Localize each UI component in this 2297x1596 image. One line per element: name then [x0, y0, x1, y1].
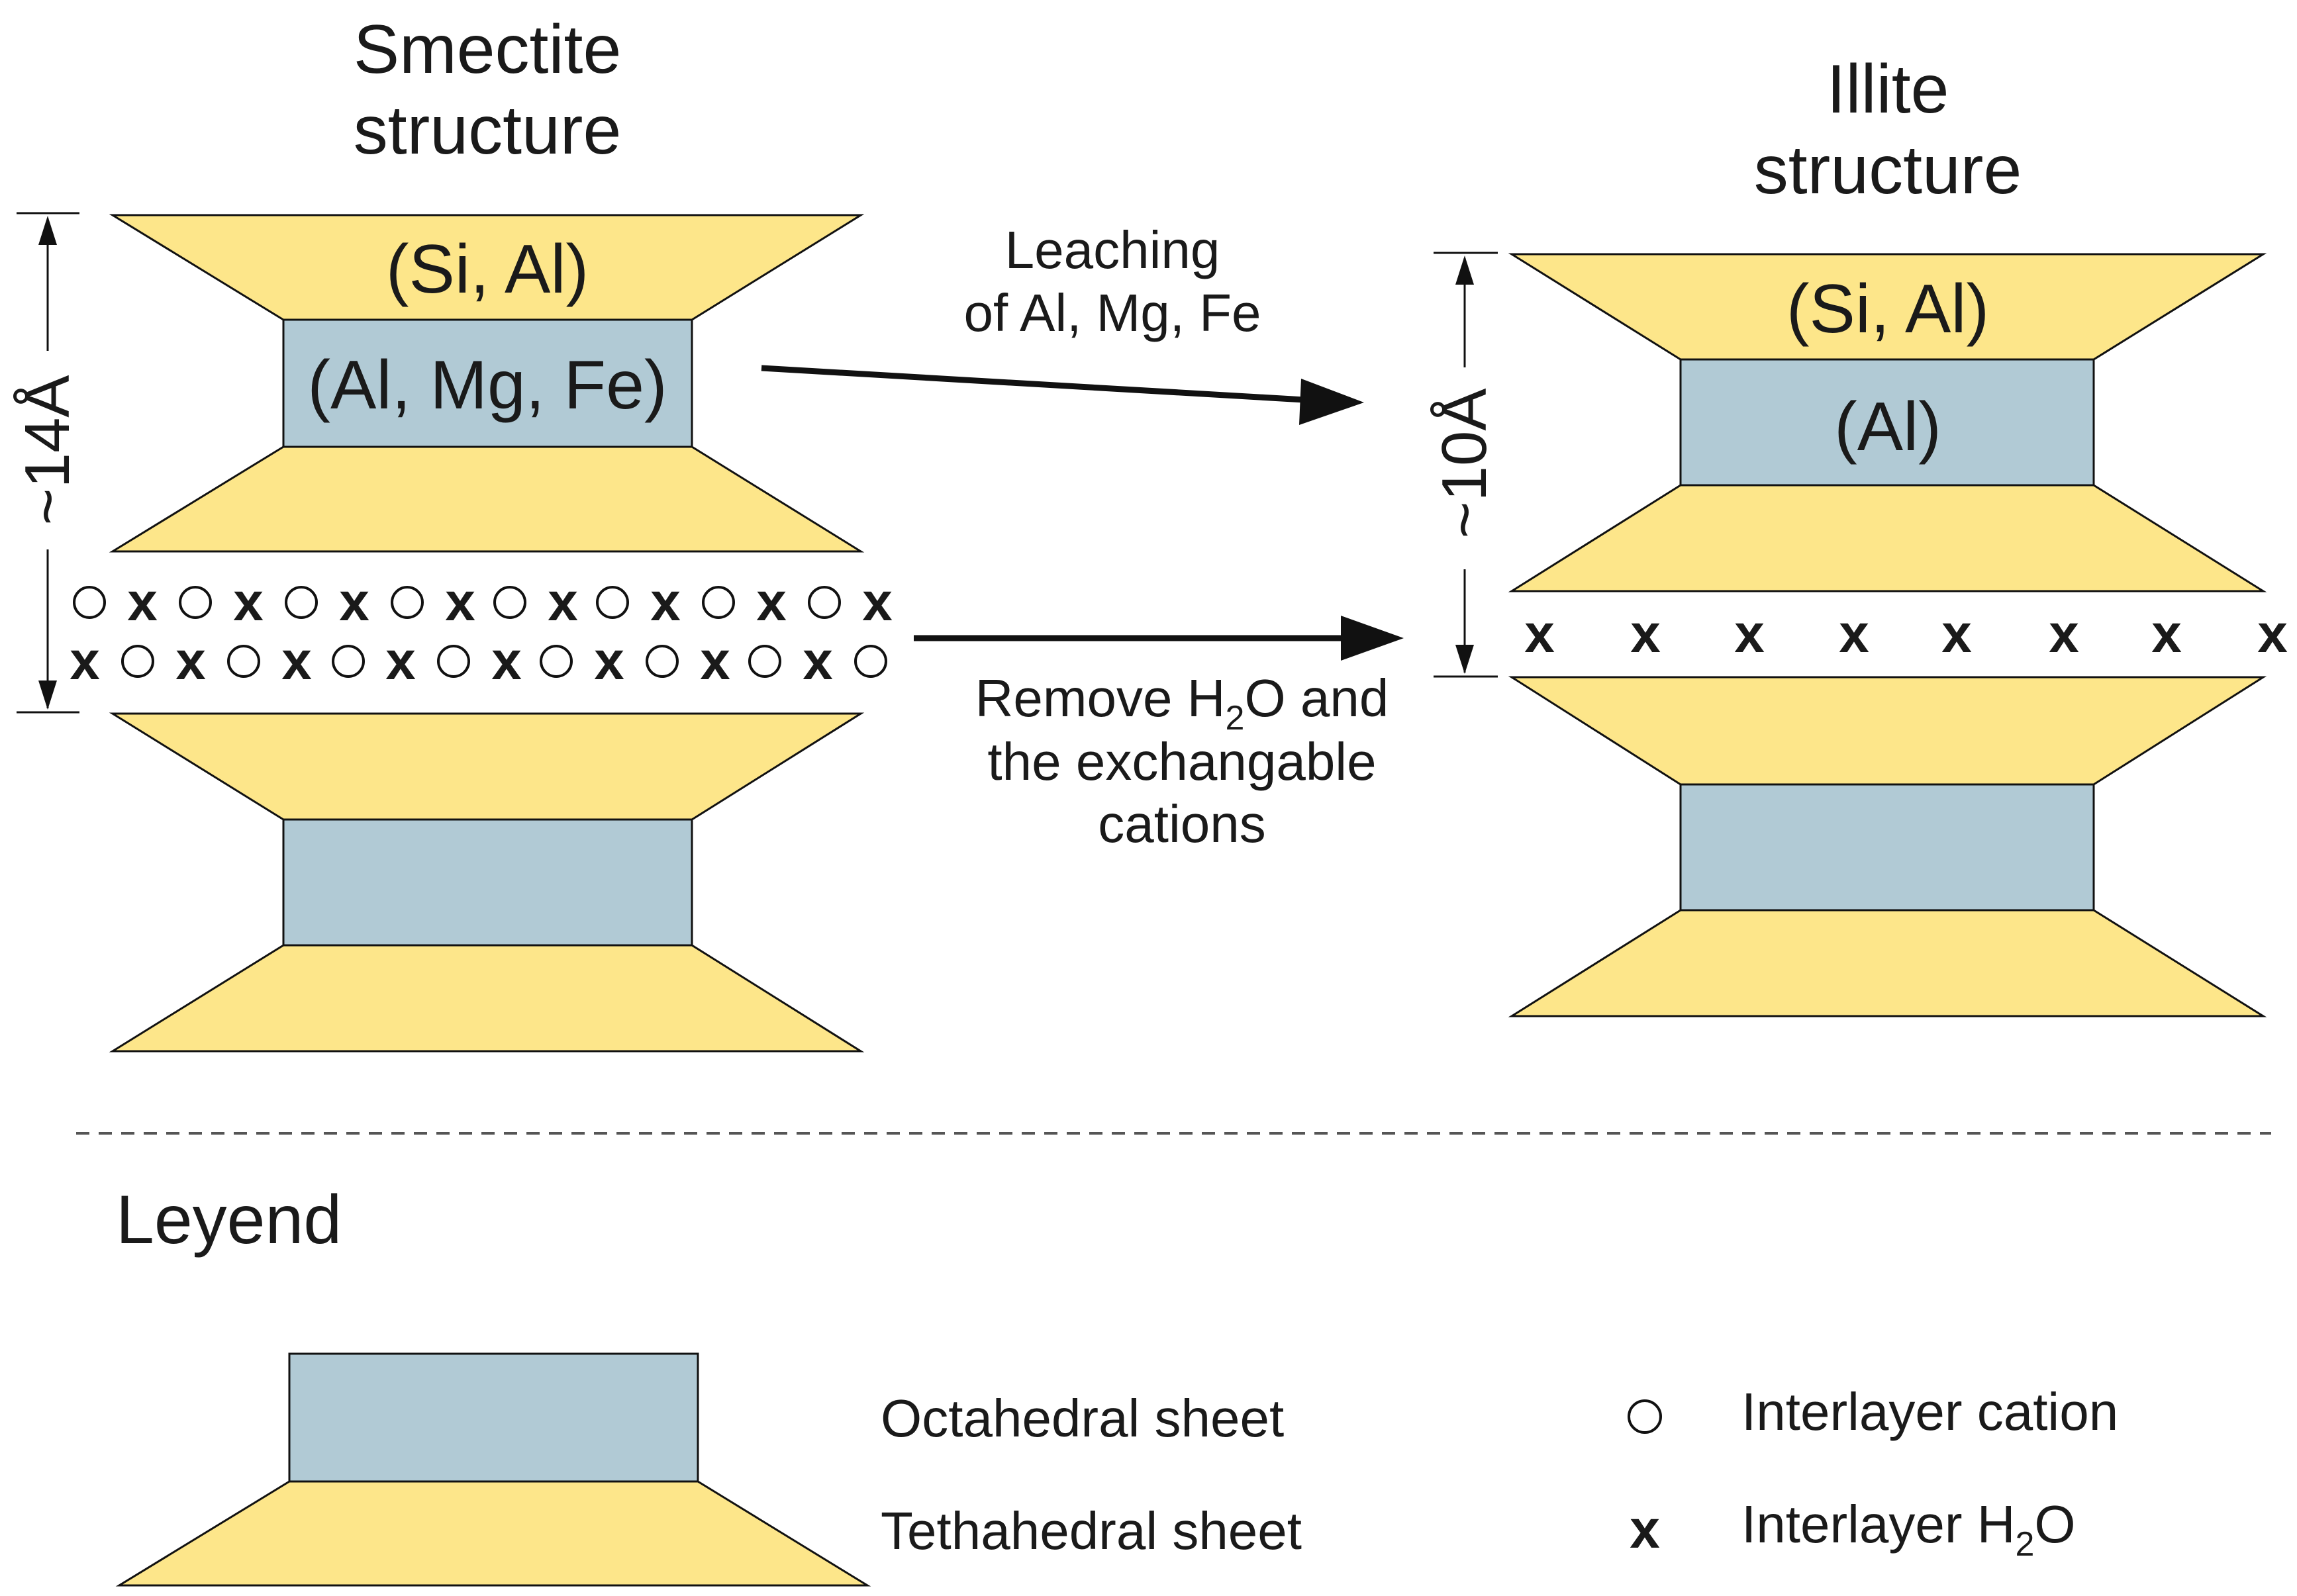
smectite-title-line2: structure: [354, 92, 622, 169]
water-icon: x: [1524, 604, 1555, 664]
water-icon: x: [1630, 604, 1661, 664]
arrow-head-icon: [1299, 379, 1364, 425]
dehydration-label-post: O and: [1244, 669, 1389, 728]
smectite-bottom-octahedral-sheet: [282, 818, 693, 947]
cation-icon: [73, 586, 106, 619]
cation-icon: [227, 645, 260, 678]
smectite-top-octahedral-sheet: [282, 318, 693, 448]
cation-icon: [808, 586, 841, 619]
illite-spacing-dimension: ~10Å: [1429, 252, 1500, 678]
water-icon: x: [650, 572, 681, 632]
water-icon: x: [862, 572, 893, 632]
illite-interlayer: x x x x x x x x: [1524, 604, 2288, 664]
illite-top-octahedral-sheet: [1679, 358, 2095, 487]
smectite-octahedral-label: (Al, Mg, Fe): [307, 347, 667, 424]
illite-spacing-label: ~10Å: [1429, 389, 1500, 539]
legend-cation-icon: [1628, 1399, 1662, 1434]
water-icon: x: [175, 631, 206, 691]
water-icon: x: [2049, 604, 2079, 664]
dehydration-label-line3: cations: [1098, 794, 1265, 853]
water-icon: x: [594, 631, 624, 691]
legend-tetrahedral-swatch: [115, 1480, 871, 1587]
illite-title-line2: structure: [1754, 132, 2022, 209]
legend-octahedral-label: Octahedral sheet: [881, 1389, 1284, 1448]
cation-icon: [854, 645, 887, 678]
cation-icon: [596, 586, 629, 619]
leaching-label-line1: Leaching: [1005, 220, 1220, 279]
cation-icon: [437, 645, 470, 678]
water-icon: x: [70, 631, 100, 691]
cation-icon: [332, 645, 365, 678]
illite-octahedral-label: (Al): [1834, 389, 1941, 465]
water-icon: x: [1941, 604, 1972, 664]
water-icon: x: [2257, 604, 2288, 664]
water-icon: x: [445, 572, 475, 632]
water-icon: x: [2151, 604, 2182, 664]
illite-bottom-tetrahedral-sheet: [1508, 676, 2267, 786]
dehydration-label-line2: the exchangable: [987, 732, 1376, 791]
illite-top-lower-tetrahedral-sheet: [1508, 484, 2267, 592]
legend-water-sub: 2: [2015, 1525, 2034, 1564]
cation-icon: [748, 645, 781, 678]
smectite-interlayer-row2: x x x x x x x x: [70, 631, 887, 691]
smectite-bottom-tetrahedral-sheet: [109, 712, 865, 821]
cation-icon: [702, 586, 735, 619]
illite-structure: Illite structure (Si, Al) (Al) x x x x x…: [1429, 51, 2288, 1017]
dehydration-arrow: [914, 616, 1404, 661]
cation-icon: [285, 586, 318, 619]
legend-cation-label: Interlayer cation: [1741, 1382, 2118, 1441]
dehydration-label-sub: 2: [1226, 699, 1245, 737]
cation-icon: [493, 586, 526, 619]
cation-icon: [646, 645, 679, 678]
smectite-spacing-dimension: ~14Å: [12, 212, 83, 714]
transformation-arrows: Leaching of Al, Mg, Fe Remove H2O and th…: [761, 220, 1404, 853]
water-icon: x: [548, 572, 578, 632]
water-icon: x: [281, 631, 312, 691]
smectite-interlayer: x x x x x x x x x x x: [70, 572, 893, 691]
leaching-label-line2: of Al, Mg, Fe: [963, 283, 1261, 342]
legend-tetrahedral-label: Tethahedral sheet: [881, 1501, 1302, 1560]
smectite-bottom-lower-tetrahedral-sheet: [109, 944, 865, 1053]
smectite-tetrahedral-label: (Si, Al): [386, 231, 589, 308]
cation-icon: [391, 586, 424, 619]
water-icon: x: [127, 572, 158, 632]
water-icon: x: [1839, 604, 1869, 664]
water-icon: x: [700, 631, 730, 691]
cation-icon: [540, 645, 573, 678]
legend-octahedral-swatch: [288, 1352, 699, 1483]
legend-water-pre: Interlayer H: [1741, 1495, 2015, 1554]
smectite-structure: Smectite structure (Si, Al) (Al, Mg, Fe)…: [12, 11, 893, 1053]
smectite-top-lower-tetrahedral-sheet: [109, 446, 865, 553]
smectite-title-line1: Smectite: [354, 11, 622, 88]
water-icon: x: [385, 631, 416, 691]
illite-title-line1: Illite: [1827, 51, 1949, 128]
arrow-head-icon: [1341, 616, 1404, 661]
legend-title: Leyend: [116, 1182, 342, 1258]
water-icon: x: [491, 631, 522, 691]
legend-water-icon: x: [1630, 1499, 1660, 1560]
illite-bottom-octahedral-sheet: [1679, 783, 2095, 912]
water-icon: x: [339, 572, 369, 632]
smectite-interlayer-row1: x x x x x x x x: [73, 572, 893, 632]
leaching-arrow: [761, 365, 1364, 425]
cation-icon: [179, 586, 212, 619]
smectite-spacing-label: ~14Å: [12, 375, 83, 526]
illite-tetrahedral-label: (Si, Al): [1786, 271, 1989, 348]
dehydration-label-line1: Remove H2O and: [975, 669, 1389, 737]
legend-water-post: O: [2034, 1495, 2075, 1554]
legend: Leyend Octahedral sheet Tethahedral shee…: [115, 1182, 2118, 1587]
legend-water-label: Interlayer H2O: [1741, 1495, 2076, 1564]
cation-icon: [121, 645, 154, 678]
dehydration-label-pre: Remove H: [975, 669, 1226, 728]
water-icon: x: [756, 572, 787, 632]
water-icon: x: [1734, 604, 1765, 664]
water-icon: x: [233, 572, 264, 632]
water-icon: x: [803, 631, 833, 691]
illite-bottom-lower-tetrahedral-sheet: [1508, 909, 2267, 1017]
